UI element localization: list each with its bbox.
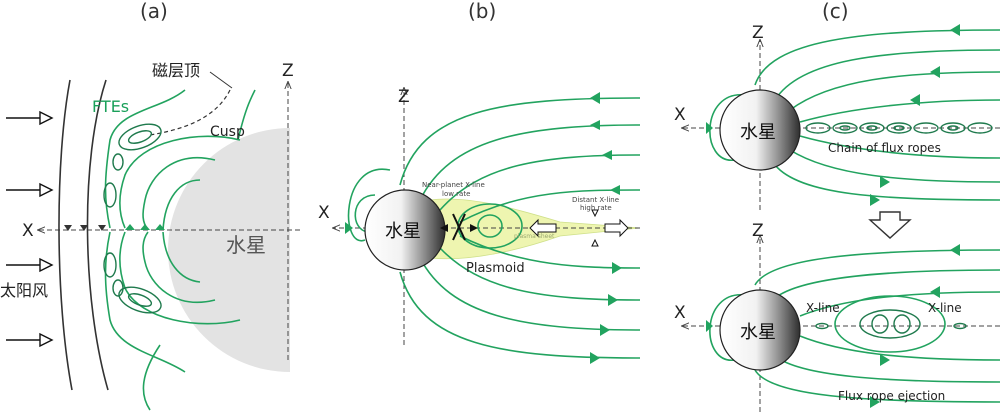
field-line-c7: [774, 164, 1000, 201]
near-xline-label: Near-planet X-line: [422, 181, 485, 189]
x-axis-label-a: X: [22, 221, 34, 241]
solar-wind-label: 太阳风: [0, 281, 48, 300]
distant-xline-rate: high rate: [580, 204, 612, 212]
field-line-c2: [774, 49, 1000, 101]
field-line-c3: [789, 71, 1000, 111]
z-axis-label-c-top: Z: [752, 23, 764, 43]
z-axis-label-a: Z: [282, 61, 294, 81]
magnetopause-dashed: [149, 89, 231, 136]
fte-rope-top-inner: [127, 130, 153, 144]
fte-rope-small-1: [103, 182, 117, 208]
field-line-c14: [754, 369, 1000, 403]
field-arrows-c-top: [706, 24, 960, 206]
field-line-c4: [799, 99, 1000, 123]
planet-label-a: 水星: [226, 233, 266, 257]
field-line-c9: [754, 249, 1000, 286]
field-line-b7: [439, 247, 641, 301]
field-line-c11: [799, 291, 1000, 317]
fte-rope-small-4: [112, 279, 124, 297]
magnetopause-label: 磁层顶: [152, 61, 200, 80]
field-line-a8: [162, 231, 201, 283]
planet-label-c-bottom: 水星: [740, 322, 776, 343]
field-line-a7: [142, 231, 216, 304]
field-line-a4: [162, 179, 201, 231]
panel-c-bottom: Z X 水星 X-line: [674, 221, 1000, 412]
magnetopause-pointer: [209, 71, 233, 89]
field-line-b5: [399, 271, 641, 359]
field-line-a9: [142, 344, 161, 411]
field-line-a10: [237, 89, 256, 141]
field-line-a2: [118, 135, 241, 229]
x-axis-label-c-top: X: [674, 105, 686, 125]
planet-c-top: [719, 89, 801, 171]
planet-c-bottom: [719, 289, 801, 371]
fte-rope-small-3: [112, 153, 124, 171]
xline-left-label: X-line: [806, 301, 840, 315]
ejected-rope-core-2: [893, 314, 911, 334]
distant-xline-marker: [529, 209, 629, 247]
z-axis-label-b: Z: [398, 87, 410, 107]
distant-xline-label: Distant X-line: [572, 196, 619, 204]
inflow-arrows-a: [64, 224, 165, 231]
xline-right-marker: [953, 322, 967, 330]
panel-c: (c) Z X: [674, 0, 1000, 412]
ftes-label: FTEs: [92, 97, 129, 116]
field-line-c10: [774, 269, 1000, 299]
field-line-c13: [774, 355, 1000, 383]
cusp-label: Cusp: [210, 124, 245, 140]
field-line-b1: [399, 97, 641, 186]
planet-shape-a: [168, 128, 290, 372]
chain-caption: Chain of flux ropes: [828, 141, 941, 155]
fte-rope-bottom-outer: [118, 286, 162, 314]
field-line-c5: [799, 135, 1000, 159]
fte-rope-top-outer: [118, 123, 162, 151]
near-xline-rate: low rate: [442, 190, 470, 198]
panel-c-label: (c): [822, 0, 849, 23]
fte-rope-bottom-inner: [127, 293, 153, 307]
magnetopause-line: [86, 79, 109, 391]
near-xline-marker: [440, 213, 478, 241]
x-axis-label-b: X: [318, 203, 330, 223]
plasmoid-inner: [477, 214, 503, 238]
fte-rope-small-2: [103, 252, 117, 278]
transition-arrow: [868, 211, 912, 239]
field-line-b10: [354, 194, 376, 233]
xline-left-marker: [815, 322, 829, 330]
planet-label-b: 水星: [385, 221, 421, 242]
field-line-b9: [347, 168, 391, 242]
flux-rope-chain: [805, 122, 993, 134]
field-line-c6: [789, 149, 1000, 183]
field-line-a5: [104, 231, 186, 373]
xline-right-label: X-line: [928, 301, 962, 315]
ejection-caption: Flux rope ejection: [838, 389, 945, 403]
panel-b-label: (b): [468, 0, 496, 23]
field-line-b6: [419, 257, 641, 331]
field-arrows-b: [345, 92, 622, 364]
plasmoid-label: Plasmoid: [466, 261, 525, 276]
z-axis-label-c-bottom: Z: [752, 221, 764, 241]
x-axis-label-c-bottom: X: [674, 303, 686, 323]
field-line-c12: [799, 335, 1000, 361]
bow-shock-line: [58, 79, 73, 391]
planet-label-c-top: 水星: [740, 122, 776, 143]
panel-a: (a) 水星 Z X: [0, 0, 300, 411]
panel-c-top: Z X: [674, 23, 1000, 210]
ejected-rope-outer: [834, 295, 946, 353]
ejected-rope-core-1: [871, 314, 889, 334]
ejected-rope-mid: [859, 309, 921, 339]
solar-wind-arrows: [6, 110, 54, 348]
plasma-sheet-label: plasma sheet: [514, 233, 555, 240]
panel-b: (b) Z X: [318, 0, 641, 364]
field-line-a3: [142, 157, 216, 231]
field-line-c1: [754, 29, 1000, 86]
panel-a-label: (a): [140, 0, 168, 23]
field-arrows-c-bottom: [706, 244, 960, 408]
